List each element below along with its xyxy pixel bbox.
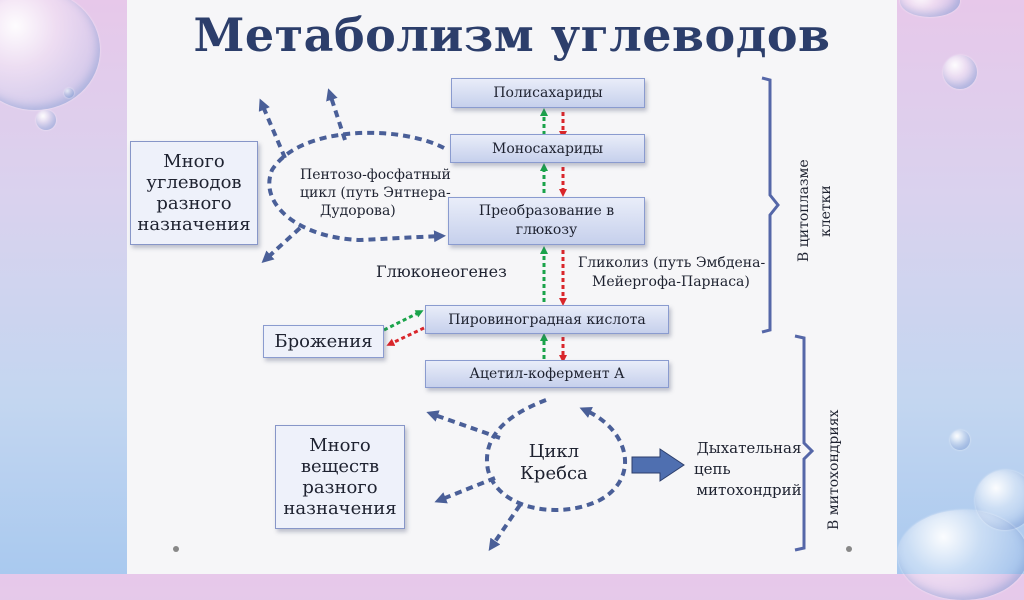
- monosaccharides-label: Моносахариды: [491, 140, 603, 157]
- diagram-connections: [173, 76, 852, 552]
- many-carbs-box: Много углеводов разного назначения: [130, 141, 258, 245]
- acetyl-coa-box: Ацетил-кофермент А: [425, 360, 669, 388]
- arrow-pair-acetyl-pyruvate: [540, 333, 567, 363]
- gluconeogenesis-label: Глюконеогенез: [376, 262, 507, 281]
- glucose-conversion-label: Преобразование в глюкозу: [478, 203, 615, 238]
- glycolysis-line-2: Мейергофа-Парнаса): [592, 274, 750, 290]
- decorative-bubble: [943, 55, 977, 89]
- polysaccharides-label: Полисахариды: [493, 85, 603, 101]
- cytoplasm-label-line-2: клетки: [818, 185, 834, 237]
- krebs-line-1: Цикл: [528, 441, 580, 462]
- page-title: Метаболизм углеводов: [193, 8, 831, 62]
- glucose-conversion-box: Преобразование в глюкозу: [448, 197, 645, 245]
- mitochondria-brace: [794, 334, 815, 552]
- fermentation-box: Брожения: [263, 325, 384, 358]
- decorative-bubble: [64, 88, 74, 98]
- many-substances-label: Много веществ разного назначения: [283, 435, 397, 519]
- pyruvic-acid-label: Пировиноградная кислота: [448, 311, 646, 328]
- respiratory-line-3: митохондрий: [696, 481, 802, 499]
- krebs-cycle-loop: [426, 398, 628, 551]
- many-carbs-label: Много углеводов разного назначения: [137, 151, 251, 235]
- krebs-line-2: Кребса: [520, 463, 588, 484]
- respiratory-line-1: Дыхательная: [696, 439, 802, 457]
- cytoplasm-label-line-1: В цитоплазме: [796, 159, 812, 262]
- pentose-line-3: Дудорова): [320, 203, 396, 219]
- respiratory-chain-label: Дыхательная цепь митохондрий: [690, 438, 808, 501]
- respiratory-chain-arrow: [631, 448, 685, 482]
- slide-dot: [173, 546, 179, 552]
- monosaccharides-box: Моносахариды: [450, 134, 645, 163]
- glycolysis-line-1: Гликолиз (путь Эмбдена-: [578, 255, 766, 271]
- arrow-pair-fermentation: [383, 310, 425, 346]
- acetyl-coa-label: Ацетил-кофермент А: [469, 366, 625, 382]
- arrow-pair-mono-poly: [540, 108, 567, 139]
- many-substances-box: Много веществ разного назначения: [275, 425, 405, 529]
- respiratory-line-2: цепь: [694, 460, 731, 478]
- pentose-line-1: Пентозо-фосфатный: [300, 167, 451, 183]
- fermentation-label: Брожения: [274, 331, 373, 352]
- decorative-bubble: [36, 110, 56, 130]
- pentose-line-2: цикл (путь Энтнера-: [300, 185, 451, 201]
- decorative-bubble: [900, 0, 960, 17]
- cytoplasm-brace: [761, 76, 780, 334]
- slide-dot: [846, 546, 852, 552]
- mitochondria-label: В митохондриях: [826, 409, 842, 530]
- polysaccharides-box: Полисахариды: [451, 78, 645, 108]
- pentose-cycle-label: Пентозо-фосфатный цикл (путь Энтнера- Ду…: [300, 166, 451, 220]
- arrow-pair-pyruvate-glucose: [540, 246, 567, 306]
- krebs-cycle-label: Цикл Кребса: [520, 441, 588, 485]
- pyruvic-acid-box: Пировиноградная кислота: [425, 305, 669, 334]
- pentose-cycle-loop: [258, 88, 446, 264]
- glycolysis-label: Гликолиз (путь Эмбдена- Мейергофа-Парнас…: [578, 254, 765, 292]
- decorative-bubble: [950, 430, 970, 450]
- arrow-pair-glucose-mono: [540, 163, 567, 197]
